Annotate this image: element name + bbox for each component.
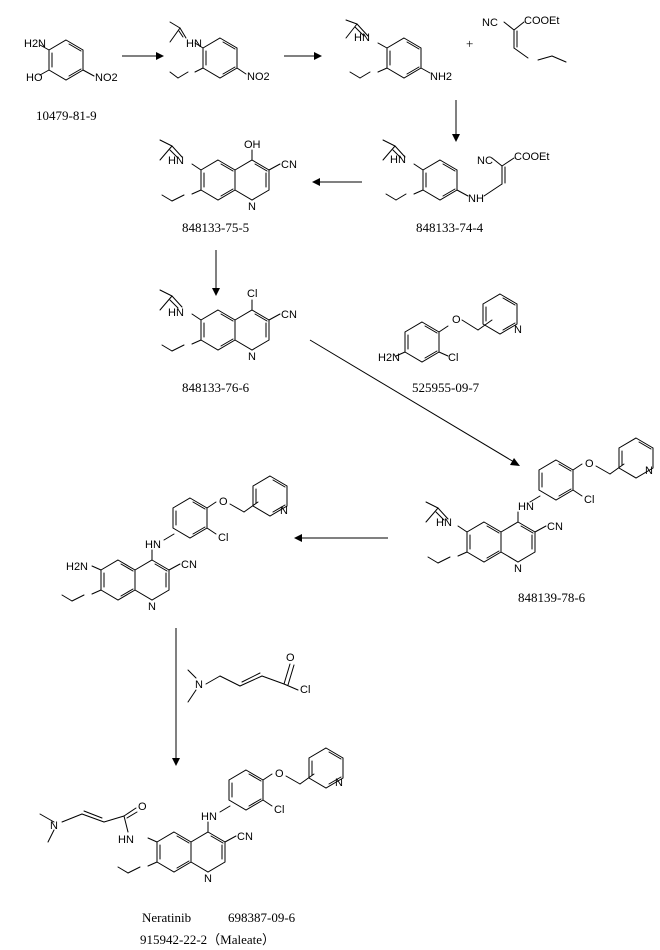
- atom-amide-nh: HN: [118, 834, 134, 846]
- atom-enamine-nh: NH: [468, 193, 484, 205]
- final-product-cas: 698387-09-6: [228, 910, 296, 925]
- atom-chloro: Cl: [218, 532, 228, 544]
- atom-nitrile: CN: [281, 159, 297, 171]
- atom-amide-nh: HN: [390, 154, 406, 166]
- cas-label-10479-81-9: 10479-81-9: [36, 108, 97, 123]
- atom-ring-n: N: [148, 601, 156, 613]
- atom-amino: H2N: [66, 561, 88, 573]
- atom-chloro: Cl: [448, 352, 458, 364]
- molecule-neratinib: N O HN HN CN N Cl N O: [39, 747, 344, 885]
- atom-pyridine-n: N: [514, 324, 522, 336]
- atom-ether-o: O: [585, 458, 594, 470]
- atom-nitrile: CN: [281, 309, 297, 321]
- reagent-dimethylaminobutenoyl-chloride: N O Cl: [187, 652, 310, 703]
- reaction-arrow-7: [294, 534, 388, 542]
- molecule-848133-75-5: HN OH CN N 848133-75-5: [159, 139, 297, 235]
- final-product-name: Neratinib: [142, 910, 191, 925]
- atom-pyridine-n: N: [280, 505, 288, 517]
- atom-hydroxy: HO: [26, 72, 43, 84]
- atom-amide-nh: HN: [168, 155, 184, 167]
- atom-ring-n: N: [248, 351, 256, 363]
- reaction-arrow-5: [212, 250, 220, 296]
- final-salt-cas: 915942-22-2（Maleate）: [140, 932, 275, 947]
- atom-ring-n: N: [204, 873, 212, 885]
- atom-ether-o: O: [219, 496, 228, 508]
- atom-nitrile: CN: [237, 831, 253, 843]
- atom-ring-n: N: [514, 563, 522, 575]
- atom-anilino-nh: HN: [145, 539, 161, 551]
- reaction-arrow-3: [452, 100, 460, 142]
- molecule-step-2: HN NO2: [169, 21, 270, 83]
- plus-sign: +: [466, 36, 473, 51]
- atom-amide-nh: HN: [354, 32, 370, 44]
- atom-amino: H2N: [378, 352, 400, 364]
- molecule-848133-74-4: HN NC COOEt NH 848133-74-4: [382, 139, 549, 235]
- atom-dimethylamino-n: N: [195, 679, 203, 691]
- atom-anilino-nh: HN: [201, 811, 217, 823]
- atom-amide-nh: HN: [168, 307, 184, 319]
- cas-label-848133-76-6: 848133-76-6: [182, 380, 250, 395]
- atom-nitrile: CN: [547, 521, 563, 533]
- atom-anilino-nh: HN: [518, 501, 534, 513]
- atom-nitro: NO2: [95, 72, 118, 84]
- atom-carbonyl-o: O: [286, 652, 295, 664]
- atom-ester: COOEt: [514, 151, 549, 163]
- molecule-848133-76-6: HN Cl CN N 848133-76-6: [159, 288, 297, 395]
- molecule-525955-09-7: H2N Cl N O 525955-09-7: [378, 293, 522, 395]
- atom-amino: H2N: [24, 38, 46, 50]
- molecule-10479-81-9: H2N HO NO2 10479-81-9: [24, 38, 118, 123]
- atom-ester: COOEt: [524, 15, 559, 27]
- atom-nitrile: NC: [482, 17, 498, 29]
- atom-ether-o: O: [275, 768, 284, 780]
- atom-carbonyl-o: O: [138, 801, 147, 813]
- atom-amide-nh: HN: [186, 38, 202, 50]
- atom-ether-o: O: [452, 314, 461, 326]
- atom-amide-nh: HN: [436, 517, 452, 529]
- cas-label-848133-75-5: 848133-75-5: [182, 220, 249, 235]
- reaction-arrow-8: [172, 628, 180, 766]
- reaction-arrow-4: [312, 178, 362, 186]
- atom-pyridine-n: N: [335, 777, 343, 789]
- atom-chloro: Cl: [247, 288, 257, 300]
- atom-chloro: Cl: [274, 804, 284, 816]
- atom-hydroxy: OH: [244, 139, 261, 151]
- molecule-amine-intermediate: H2N HN CN N Cl N O: [61, 475, 288, 613]
- cas-label-848139-78-6: 848139-78-6: [518, 590, 586, 605]
- cas-label-525955-09-7: 525955-09-7: [412, 380, 480, 395]
- reaction-arrow-1: [122, 52, 164, 60]
- atom-nitro: NO2: [247, 71, 270, 83]
- atom-dimethylamino-n: N: [50, 820, 58, 832]
- atom-ring-n: N: [248, 201, 256, 213]
- atom-chloro: Cl: [584, 494, 594, 506]
- molecule-848139-78-6: HN HN CN N Cl N O 848139-78-6: [425, 437, 654, 605]
- atom-nitrile: NC: [477, 155, 493, 167]
- atom-acyl-chloride: Cl: [300, 684, 310, 696]
- atom-amino: NH2: [430, 71, 452, 83]
- atom-pyridine-n: N: [645, 465, 653, 477]
- reaction-arrow-6: [309, 339, 520, 466]
- cas-label-848133-74-4: 848133-74-4: [416, 220, 484, 235]
- reagent-ethoxymethylene-cyanoacetate: NC COOEt: [482, 15, 567, 63]
- atom-nitrile: CN: [181, 559, 197, 571]
- molecule-step-3: HN NH2: [345, 19, 452, 83]
- reaction-arrow-2: [284, 52, 322, 60]
